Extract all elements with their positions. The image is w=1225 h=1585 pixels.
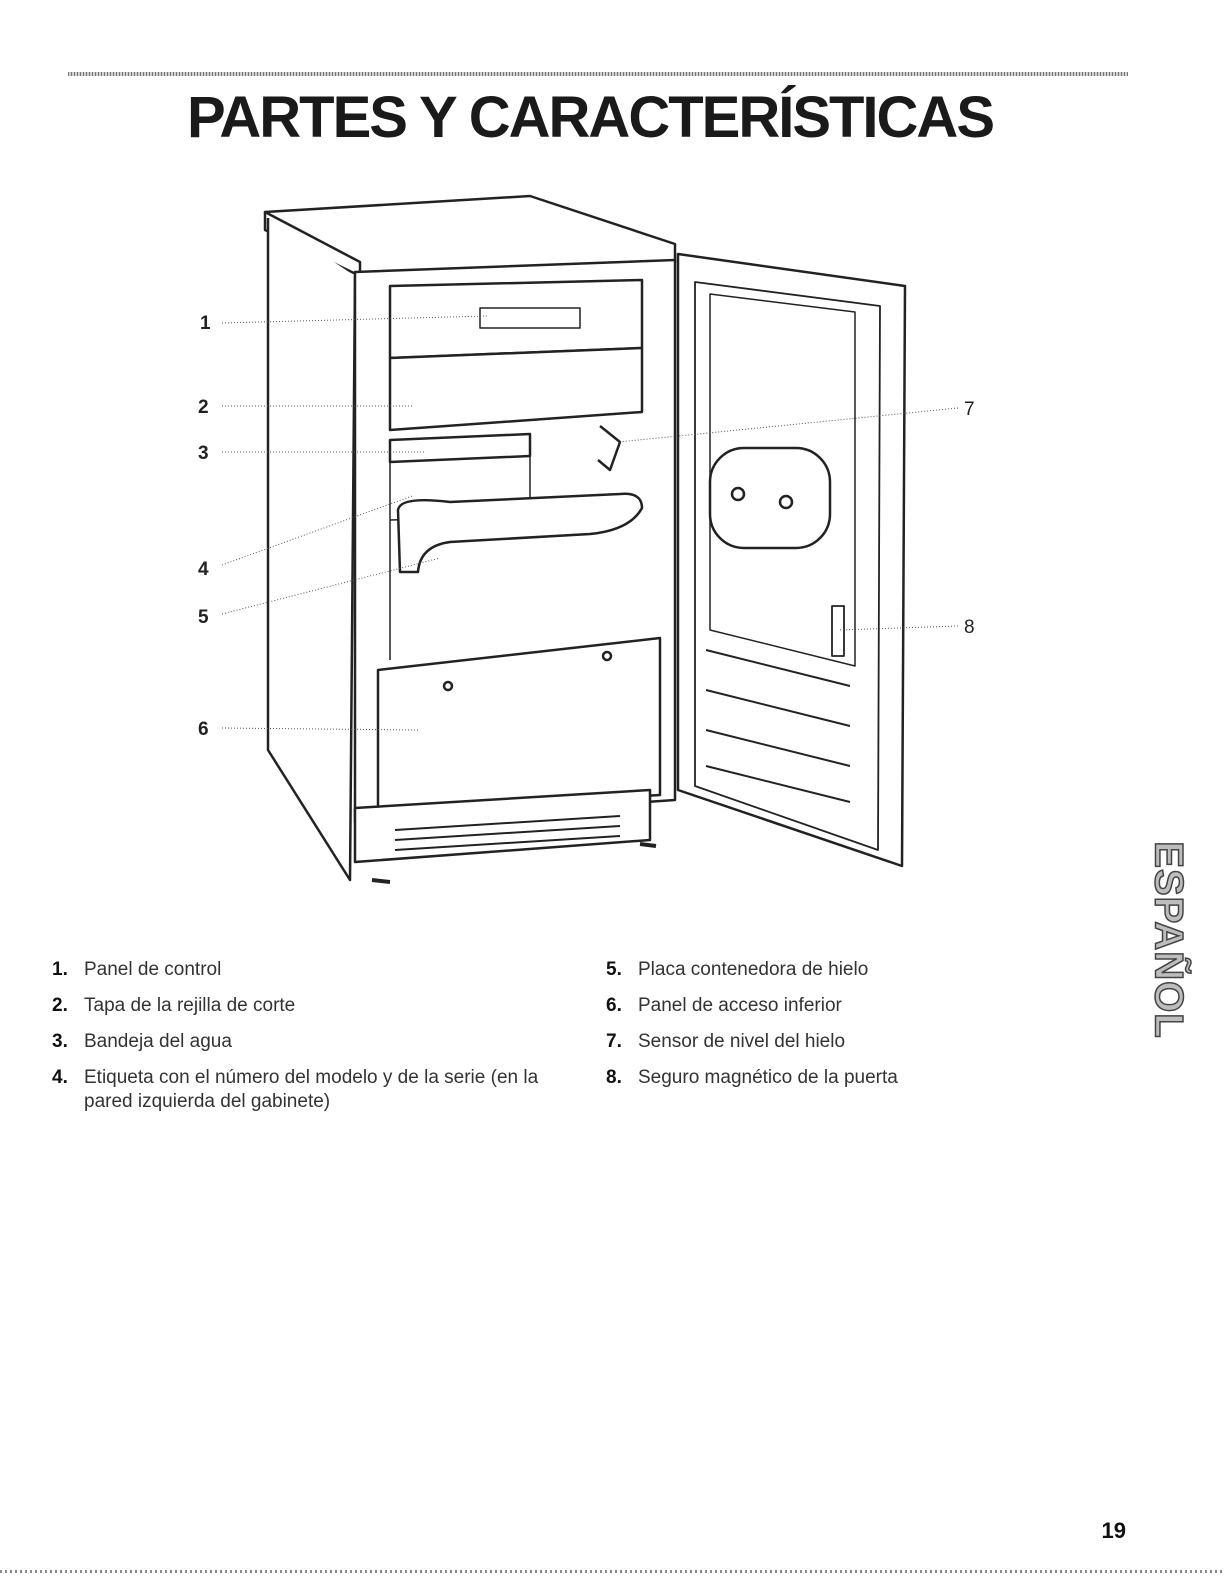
callout-5: 5: [198, 607, 209, 628]
list-item: 5.Placa contenedora de hielo: [606, 959, 869, 980]
ice-deflector: [396, 492, 644, 574]
bottom-rule: [0, 1570, 1225, 1573]
page-number: 19: [1101, 1518, 1126, 1543]
list-item: 2.Tapa de la rejilla de corte: [52, 995, 296, 1016]
page-title: PARTES Y CARACTERÍSTICAS: [187, 85, 995, 150]
language-side-tab: ESPAÑOL: [1138, 810, 1198, 1070]
callout-4: 4: [198, 559, 209, 580]
callout-2: 2: [198, 397, 209, 418]
callout-8: 8: [964, 617, 975, 638]
list-item: 4.Etiqueta con el número del modelo y de…: [52, 1067, 539, 1112]
parts-list-right: 5.Placa contenedora de hielo 6.Panel de …: [606, 958, 1086, 1102]
language-side-tab-label: ESPAÑOL: [1146, 841, 1192, 1040]
callout-1: 1: [200, 313, 211, 334]
lower-access-panel: [376, 636, 662, 814]
cabinet-side-wall: [266, 218, 357, 882]
list-item: 6.Panel de acceso inferior: [606, 995, 842, 1016]
top-rule: [68, 72, 1128, 76]
base-grille: [353, 788, 652, 864]
water-trough: [388, 432, 532, 464]
callout-3: 3: [198, 443, 209, 464]
control-panel-buttons: [479, 307, 581, 329]
callout-7: 7: [964, 399, 975, 420]
list-item: 1.Panel de control: [52, 959, 222, 980]
parts-list-left: 1.Panel de control 2.Tapa de la rejilla …: [52, 958, 572, 1126]
list-item: 7.Sensor de nivel del hielo: [606, 1031, 846, 1052]
door-bucket: [708, 446, 832, 550]
list-item: 3.Bandeja del agua: [52, 1031, 232, 1052]
ice-maker-drawing: [221, 194, 959, 884]
ice-level-sensor: [597, 425, 622, 472]
list-item: 8.Seguro magnético de la puerta: [606, 1067, 898, 1088]
door-magnetic-latch: [831, 605, 845, 657]
ice-maker-illustration: 1 2 3 4 5 6 7 8: [150, 190, 1010, 900]
open-door: [676, 252, 907, 868]
callout-6: 6: [198, 719, 209, 740]
